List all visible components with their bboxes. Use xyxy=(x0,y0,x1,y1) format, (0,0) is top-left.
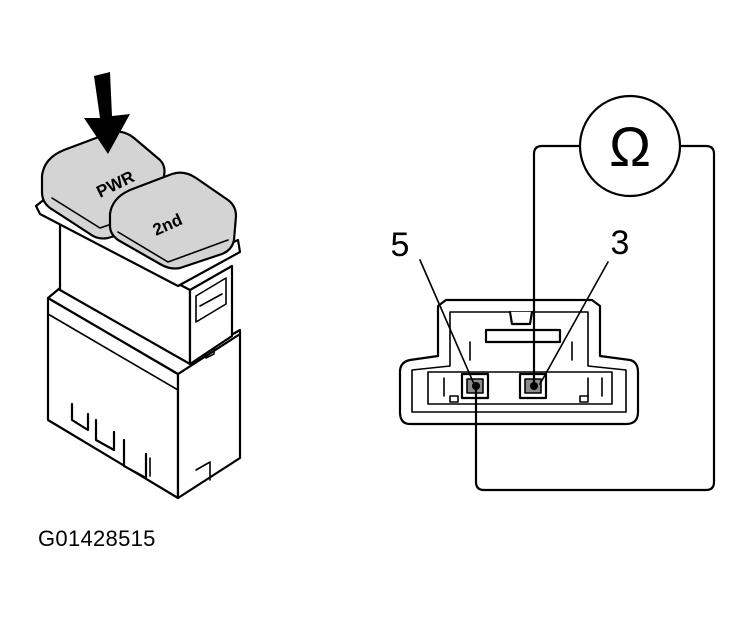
terminal-3-label: 3 xyxy=(611,224,630,262)
terminal-callouts: 5 3 xyxy=(391,224,630,385)
figure-id-label: G01428515 xyxy=(38,526,156,551)
ohmmeter-icon: Ω xyxy=(578,94,682,198)
switch-illustration: PWR 2nd xyxy=(34,72,242,500)
ohm-symbol: Ω xyxy=(609,115,651,178)
terminal-5-label: 5 xyxy=(391,226,410,264)
connector-illustration xyxy=(398,298,640,426)
press-arrow-icon xyxy=(84,72,130,154)
